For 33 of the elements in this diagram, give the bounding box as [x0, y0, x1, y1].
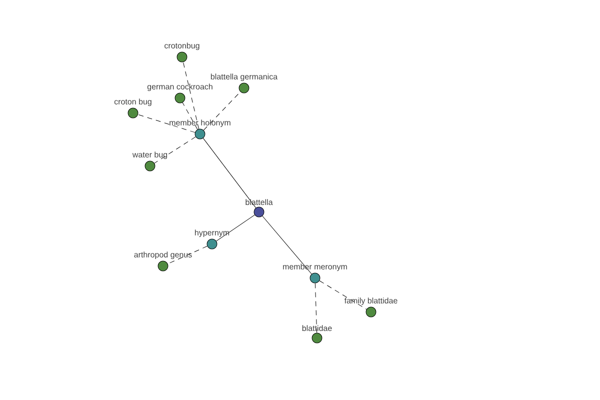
node-label: blattidae: [302, 325, 332, 332]
graph-node: [194, 128, 206, 140]
graph-node: [254, 206, 264, 218]
node-label: croton bug: [114, 98, 152, 106]
graph-node: [174, 92, 186, 104]
connector: [203, 92, 241, 130]
graph-node: [312, 332, 322, 344]
connector: [319, 280, 367, 310]
node-label: arthropod genus: [134, 252, 192, 260]
graph-node: [310, 272, 320, 284]
connector: [262, 216, 312, 274]
connector: [216, 214, 255, 242]
connector: [138, 114, 196, 133]
graph-node: [366, 306, 376, 318]
graph-node: [128, 108, 138, 118]
graph-node: [158, 260, 168, 272]
node-label: family blattidae: [344, 298, 398, 306]
graph-node: [206, 238, 218, 250]
graph-node: [176, 52, 188, 62]
connector: [182, 102, 198, 130]
connector: [202, 138, 256, 208]
connector: [314, 283, 318, 333]
node-label: german cockroach: [147, 84, 212, 92]
node-label: member holonym: [170, 120, 230, 128]
connector: [182, 62, 200, 130]
connector: [154, 136, 196, 164]
graph-node: [238, 82, 250, 94]
node-label: blattella germanica: [210, 74, 278, 82]
node-label: crotonbug: [164, 42, 200, 50]
node-label: water bug: [132, 152, 168, 160]
node-label: hypernym: [195, 230, 230, 238]
graph-node: [144, 160, 156, 172]
connector: [168, 246, 208, 264]
